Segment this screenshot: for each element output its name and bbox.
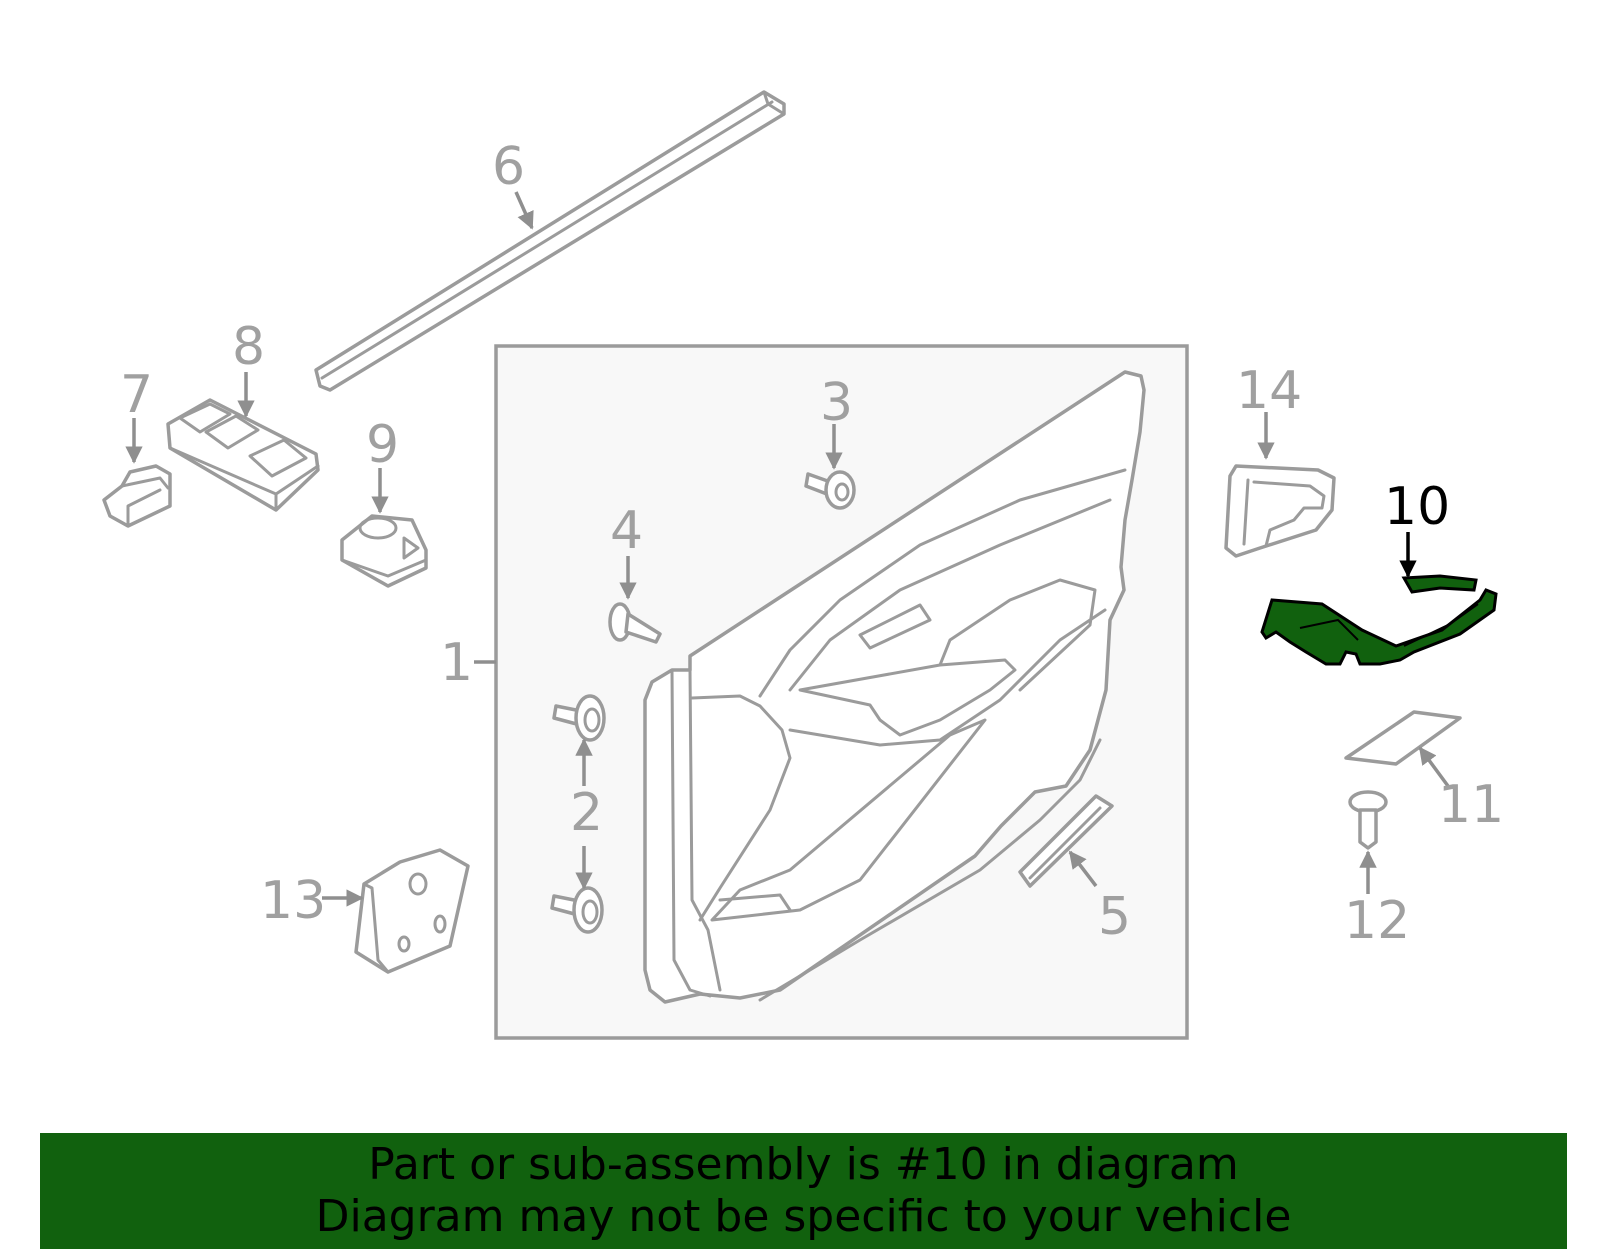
callout-11-arrow: [1418, 746, 1450, 788]
part-13-bracket[interactable]: [354, 848, 470, 974]
callout-10-label: 10: [1384, 477, 1450, 537]
banner-line-part-number: Part or sub-assembly is #10 in diagram: [368, 1139, 1239, 1190]
callout-7-label: 7: [120, 365, 153, 425]
banner-line-disclaimer: Diagram may not be specific to your vehi…: [315, 1191, 1292, 1242]
callout-1-label: 1: [440, 633, 473, 693]
part-1-door-trim-panel[interactable]: [494, 344, 1189, 1040]
callout-9-label: 9: [366, 415, 399, 475]
callout-14-label: 14: [1236, 361, 1302, 421]
part-7-switch[interactable]: [102, 464, 172, 528]
part-12-push-pin[interactable]: [1348, 790, 1388, 850]
part-10-handle-bezel[interactable]: [1260, 574, 1498, 666]
part-8-window-switch[interactable]: [166, 398, 320, 512]
callout-5-label: 5: [1098, 887, 1131, 947]
part-14-handle-cover[interactable]: [1224, 464, 1336, 558]
callout-12-label: 12: [1344, 891, 1410, 951]
callout-13-label: 13: [260, 871, 326, 931]
callout-3-label: 3: [820, 373, 853, 433]
callout-6-arrow: [514, 191, 534, 230]
part-3-screw[interactable]: [804, 470, 856, 510]
callout-5-arrow: [1068, 850, 1098, 888]
callout-8-label: 8: [232, 317, 265, 377]
part-6-weatherstrip[interactable]: [314, 90, 786, 392]
callout-11-label: 11: [1438, 775, 1504, 835]
part-5-strip[interactable]: [1018, 794, 1114, 888]
part-9-mirror-switch[interactable]: [340, 514, 428, 588]
callout-2-label: 2: [570, 783, 603, 843]
callout-4-label: 4: [610, 501, 643, 561]
info-banner: Part or sub-assembly is #10 in diagram D…: [40, 1133, 1567, 1249]
callout-6-label: 6: [492, 137, 525, 197]
part-2-screws[interactable]: [550, 694, 606, 934]
part-4-clip[interactable]: [608, 602, 662, 644]
part-11-pad[interactable]: [1344, 710, 1462, 766]
